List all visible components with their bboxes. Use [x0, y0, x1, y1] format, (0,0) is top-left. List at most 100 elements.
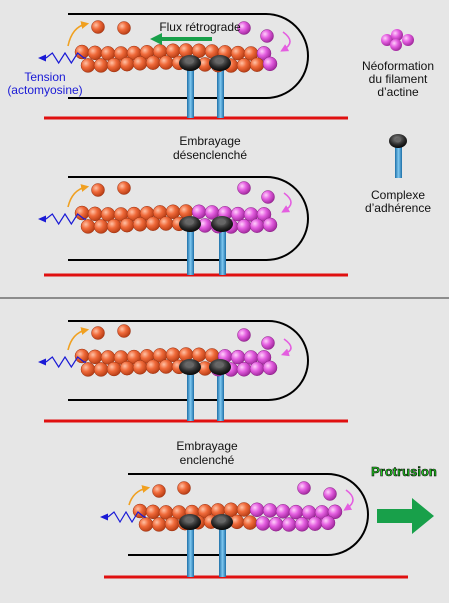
actin-monomer-old	[117, 324, 131, 338]
actin-monomer-new	[323, 487, 337, 501]
actin-monomer-new	[260, 29, 274, 43]
actin-monomer-new	[281, 517, 297, 532]
recycling-arrow-icon	[128, 485, 151, 506]
actin-monomer-icon	[390, 39, 402, 51]
actin-monomer-new	[236, 219, 252, 234]
actin-monomer-old	[117, 181, 131, 195]
actin-monomer-old	[132, 360, 148, 375]
actin-monomer-new	[297, 481, 311, 495]
actin-monomer-old	[236, 502, 252, 517]
actin-monomer-old	[158, 55, 174, 70]
tension-arrowhead	[38, 358, 46, 366]
actin-monomer-icon	[381, 34, 393, 46]
actin-monomer-old	[158, 216, 174, 231]
actin-monomer-old	[242, 515, 258, 530]
protrusion-group: Protrusion	[371, 464, 437, 534]
actin-monomer-old	[164, 516, 180, 532]
actin-monomer-new	[230, 206, 246, 222]
tension-label-sub: (actomyosine)	[7, 83, 82, 97]
adhesion-head-highlight	[186, 58, 194, 64]
tension-label: Tension	[24, 70, 65, 84]
actin-monomer-new	[307, 516, 323, 531]
tension-arrowhead	[38, 54, 46, 62]
recycling-arrow-icon	[67, 21, 90, 47]
actin-monomer-new	[320, 515, 336, 531]
actin-monomer-new	[294, 517, 310, 532]
actin-monomer-old	[93, 219, 109, 234]
actin-monomer-old	[132, 56, 148, 71]
actin-monomer-new	[327, 504, 343, 520]
tension-spring-icon	[45, 355, 86, 369]
actin-monomer-old	[132, 217, 148, 232]
actin-monomer-new	[249, 502, 265, 518]
actin-monomer-old	[119, 217, 135, 233]
actin-monomer-new	[288, 504, 304, 520]
adhesion-head-highlight	[216, 362, 224, 368]
actin-monomer-old	[106, 218, 122, 234]
adhesion-stalk	[217, 372, 224, 421]
retrograde-flow-arrow-icon	[150, 33, 212, 45]
panel-3	[38, 320, 348, 423]
adhesion-head-highlight	[186, 517, 194, 523]
clutch-engaged-label: Embrayage	[176, 439, 238, 453]
actin-monomer-new	[262, 56, 278, 72]
retrograde-flow-label: Flux rétrograde	[159, 20, 241, 34]
clutch-engaged-label-2: enclenché	[180, 453, 235, 467]
actin-monomer-old	[145, 55, 161, 70]
actin-monomer-old	[87, 206, 103, 222]
actin-monomer-old	[158, 359, 174, 374]
actin-monomer-new	[255, 516, 271, 531]
adhesion-complex-label: Complexe	[371, 188, 425, 202]
adhesion-complex-label-2: d’adhérence	[365, 201, 431, 215]
clutch-disengaged-label-2: désenclenché	[173, 148, 247, 162]
tension-spring-icon	[107, 510, 146, 524]
adhesion-head-highlight	[186, 362, 194, 368]
tension-arrowhead	[38, 215, 46, 223]
nucleation-label-3: d’actine	[377, 85, 419, 99]
nucleation-label: Néoformation	[362, 59, 434, 73]
actin-monomer-old	[106, 361, 122, 377]
actin-monomer-old	[138, 517, 154, 532]
actin-monomer-old	[249, 57, 265, 72]
actin-monomer-new	[261, 190, 275, 204]
actin-monomer-old	[93, 362, 109, 377]
actin-monomer-old	[80, 58, 96, 73]
retrograde-flow-label-group: Flux rétrograde	[150, 20, 241, 45]
actin-monomer-new	[236, 362, 252, 377]
actin-monomer-new	[262, 360, 278, 376]
actin-monomer-old	[152, 484, 166, 498]
actin-monomer-icon	[402, 34, 414, 46]
panel-4	[100, 473, 408, 579]
actin-monomer-new	[262, 503, 278, 518]
actin-monomer-new	[262, 217, 278, 233]
actin-monomer-old	[87, 349, 103, 365]
actin-monomer-old	[151, 517, 167, 532]
actin-monomer-old	[119, 56, 135, 72]
actin-monomer-new	[230, 349, 246, 365]
actin-monomer-old	[117, 21, 131, 35]
actin-monomer-new	[249, 218, 265, 233]
recycling-arrow-icon	[281, 192, 292, 213]
recycling-arrow-icon	[67, 184, 90, 208]
actin-monomer-new	[275, 504, 291, 519]
cell-membrane	[68, 13, 309, 99]
adhesion-head-highlight	[186, 219, 194, 225]
actin-monomer-icon	[391, 29, 403, 41]
actin-monomer-old	[87, 45, 103, 61]
actin-monomer-old	[145, 359, 161, 374]
actin-nucleation-legend: Néoformation du filament d’actine	[362, 29, 434, 99]
actin-monomer-old	[80, 219, 96, 234]
adhesion-stalk	[219, 527, 226, 577]
actin-monomer-old	[93, 58, 109, 73]
actin-monomer-new	[237, 181, 251, 195]
cell-membrane	[68, 320, 309, 401]
adhesion-stalk	[187, 372, 194, 421]
protrusion-label: Protrusion	[371, 464, 437, 479]
adhesion-stalk	[217, 68, 224, 118]
recycling-arrow-icon	[280, 338, 292, 357]
clutch-disengaged-label: Embrayage	[179, 134, 241, 148]
adhesion-complex-legend: Complexe d’adhérence	[365, 134, 431, 215]
actin-monomer-old	[230, 45, 246, 61]
